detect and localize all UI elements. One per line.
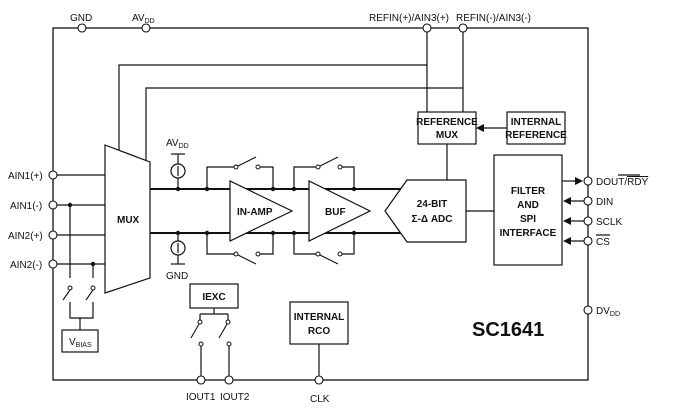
iout2-pin: IOUT2 bbox=[220, 375, 250, 403]
svg-text:MUX: MUX bbox=[117, 215, 140, 226]
gnd-top-pin: GND bbox=[70, 13, 92, 33]
svg-text:DVDD: DVDD bbox=[596, 306, 620, 318]
cs-pin bbox=[583, 236, 593, 246]
svg-text:SCLK: SCLK bbox=[596, 217, 622, 228]
sclk-pin bbox=[583, 216, 593, 226]
dvdd-pin bbox=[583, 305, 593, 315]
svg-text:SPI: SPI bbox=[520, 214, 536, 225]
svg-text:INTERNAL: INTERNAL bbox=[294, 312, 345, 323]
ain2-neg-pin: AIN2(-) bbox=[10, 259, 58, 271]
svg-text:AVDD: AVDD bbox=[132, 13, 155, 25]
svg-text:CLK: CLK bbox=[310, 394, 330, 405]
svg-text:AIN2(+): AIN2(+) bbox=[8, 231, 43, 242]
svg-text:REFIN(-)/AIN3(-): REFIN(-)/AIN3(-) bbox=[456, 13, 531, 24]
clk-pin: CLK bbox=[310, 375, 330, 405]
svg-text:AIN2(-): AIN2(-) bbox=[10, 260, 42, 271]
ref-to-mux-wire-1 bbox=[118, 64, 427, 150]
svg-text:AVDD: AVDD bbox=[166, 138, 189, 150]
svg-text:AIN1(-): AIN1(-) bbox=[10, 201, 42, 212]
din-pin bbox=[583, 196, 593, 206]
avdd-top-pin: AVDD bbox=[132, 13, 155, 33]
iexc-block bbox=[189, 283, 239, 309]
svg-text:MUX: MUX bbox=[436, 130, 459, 141]
sclk-arrow bbox=[563, 217, 571, 225]
ain1-pos-pin: AIN1(+) bbox=[8, 170, 58, 182]
buf-block bbox=[308, 180, 372, 242]
reference-mux-block bbox=[417, 111, 477, 145]
svg-text:REFERENCE: REFERENCE bbox=[505, 130, 567, 141]
svg-text:REFIN(+)/AIN3(+): REFIN(+)/AIN3(+) bbox=[369, 13, 449, 24]
svg-text:IOUT2: IOUT2 bbox=[220, 392, 250, 403]
svg-text:24-BIT: 24-BIT bbox=[417, 199, 448, 210]
svg-text:IOUT1: IOUT1 bbox=[186, 392, 216, 403]
svg-text:IN-AMP: IN-AMP bbox=[237, 207, 273, 218]
svg-text:INTERFACE: INTERFACE bbox=[500, 228, 557, 239]
svg-text:IEXC: IEXC bbox=[202, 292, 225, 303]
internal-rco-block bbox=[289, 301, 349, 345]
filter-spi-interface-block bbox=[493, 154, 563, 266]
svg-text:AND: AND bbox=[517, 200, 539, 211]
internal-ref-arrow bbox=[476, 124, 484, 132]
svg-text:GND: GND bbox=[70, 13, 92, 24]
internal-reference-block bbox=[506, 111, 566, 145]
cs-arrow bbox=[563, 237, 571, 245]
vbias-block bbox=[61, 329, 99, 353]
dout-arrow bbox=[575, 177, 583, 185]
iout1-pin: IOUT1 bbox=[186, 375, 216, 403]
din-arrow bbox=[563, 197, 571, 205]
svg-text:DOUT/RDY: DOUT/RDY bbox=[596, 177, 649, 188]
ain1-neg-pin: AIN1(-) bbox=[10, 200, 58, 212]
svg-text:GND: GND bbox=[166, 271, 188, 282]
mux-block bbox=[104, 144, 151, 294]
svg-text:FILTER: FILTER bbox=[511, 186, 546, 197]
ain2-pos-pin: AIN2(+) bbox=[8, 230, 58, 242]
dout-pin bbox=[583, 176, 593, 186]
refin-neg-pin: REFIN(-)/AIN3(-) bbox=[456, 13, 531, 33]
svg-text:RCO: RCO bbox=[308, 326, 330, 337]
in-amp-block bbox=[229, 180, 294, 242]
svg-text:DIN: DIN bbox=[596, 197, 613, 208]
refin-pos-pin: REFIN(+)/AIN3(+) bbox=[369, 13, 449, 33]
svg-text:CS: CS bbox=[596, 237, 610, 248]
svg-text:REFERENCE: REFERENCE bbox=[416, 117, 478, 128]
svg-text:VBIAS: VBIAS bbox=[69, 337, 92, 349]
chip-name: SC1641 bbox=[472, 319, 544, 341]
svg-text:BUF: BUF bbox=[325, 207, 346, 218]
ref-to-mux-wire-2 bbox=[145, 87, 463, 160]
svg-text:INTERNAL: INTERNAL bbox=[511, 117, 562, 128]
svg-text:Σ-Δ ADC: Σ-Δ ADC bbox=[412, 214, 453, 225]
svg-text:AIN1(+): AIN1(+) bbox=[8, 171, 43, 182]
